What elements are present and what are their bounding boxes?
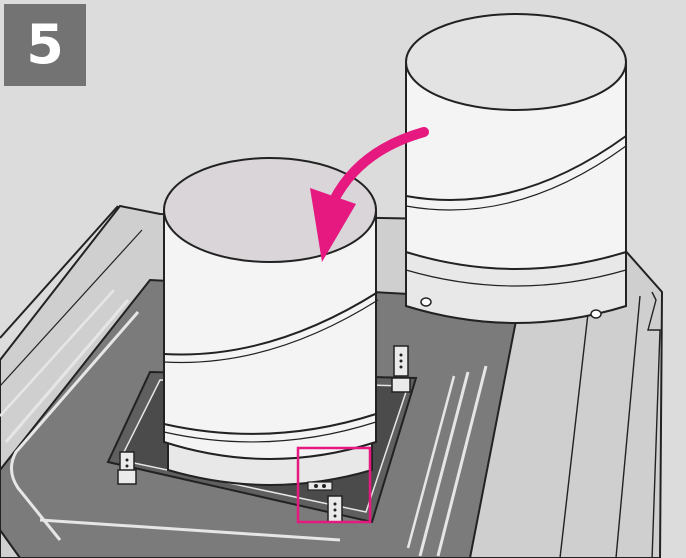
curved-arrow-icon [310, 127, 429, 262]
bracket-bottom [327, 495, 343, 523]
highlight-box-icon [296, 446, 372, 524]
step-number-badge: 5 [4, 4, 86, 86]
step-number: 5 [26, 13, 64, 76]
bracket-right [391, 345, 411, 393]
mounting-brackets [117, 345, 411, 523]
bracket-left [117, 451, 137, 485]
pipe-to-install [405, 13, 627, 324]
